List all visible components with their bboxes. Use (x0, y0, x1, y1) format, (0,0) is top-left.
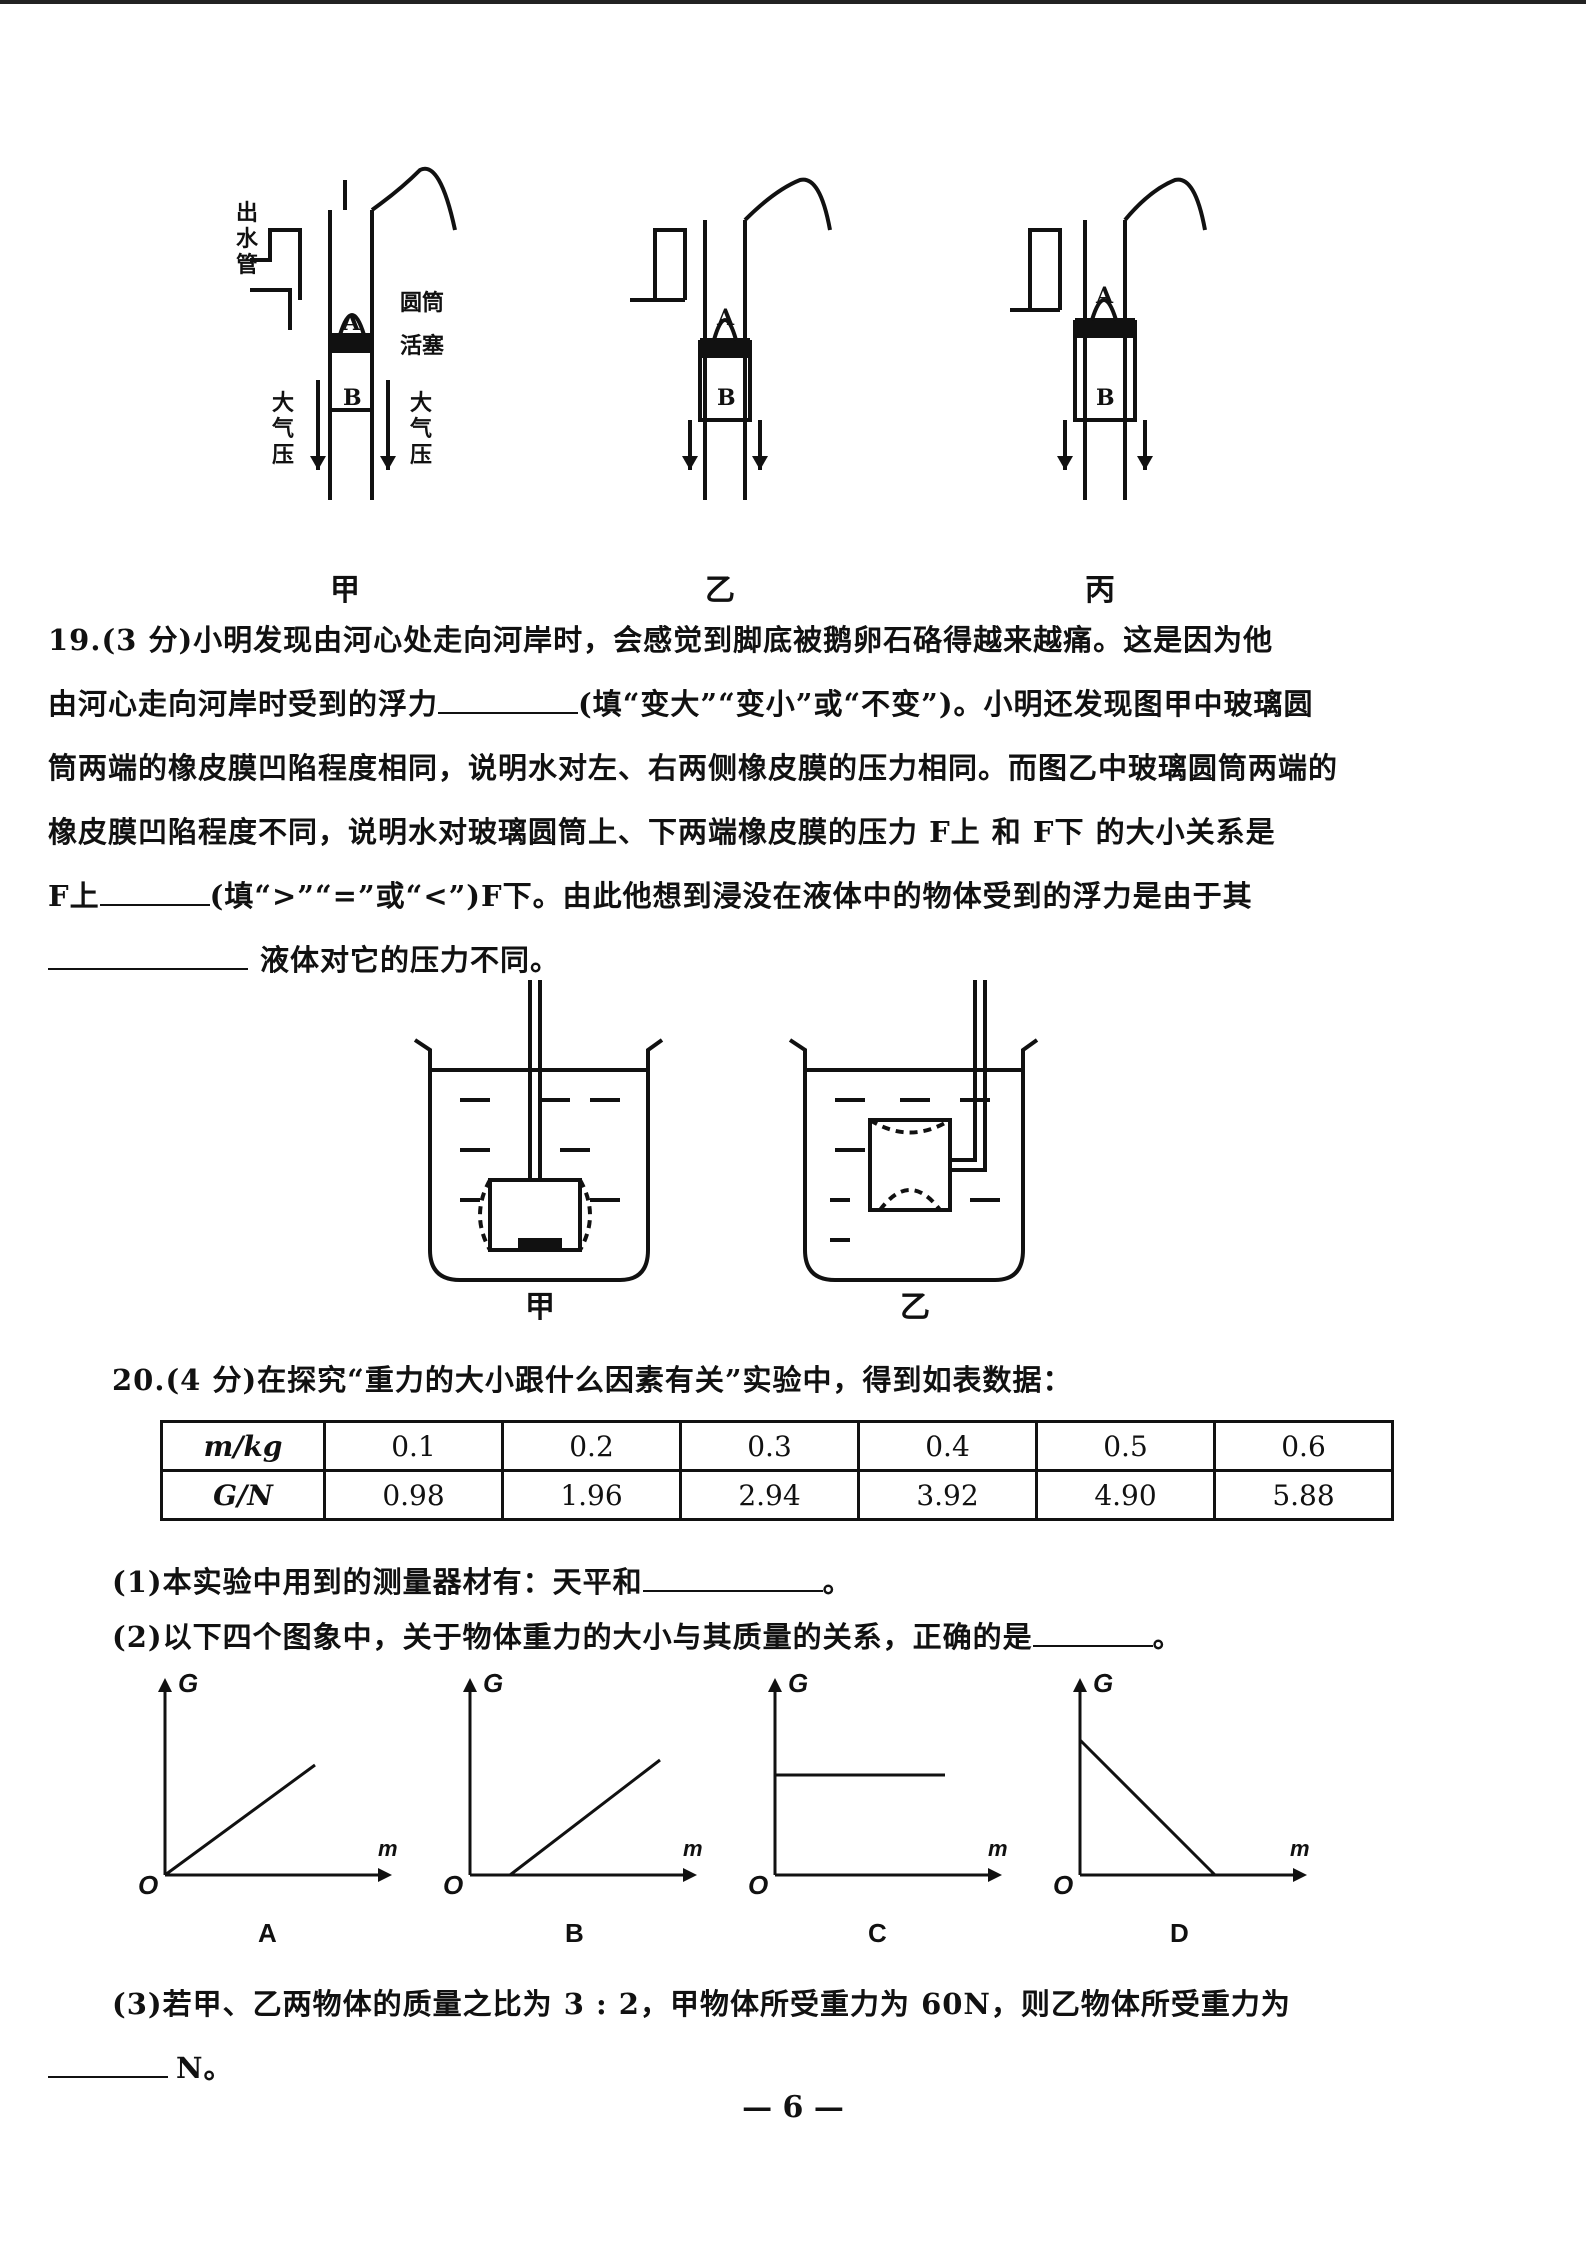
label-atm-right: 大气压 (410, 390, 433, 468)
table-cell: 0.98 (323, 1469, 504, 1521)
q19-line2: 由河心走向河岸时受到的浮力 (填“变大”“变小”或“不变”)。小明还发现图甲中玻璃… (48, 672, 1408, 736)
q20-blank2[interactable] (1032, 1619, 1153, 1647)
label-cylinder: 圆筒 (400, 290, 445, 316)
table-head-mass: m/kg (160, 1420, 326, 1472)
q20-part2-end: 。 (1152, 1620, 1183, 1654)
graph-c-option: C (868, 1918, 887, 1948)
q20-part1-text: (1)本实验中用到的测量器材有：天平和 (112, 1565, 643, 1599)
graph-c-x-label: m (988, 1836, 1008, 1861)
valve-b-label-2: B (717, 385, 736, 411)
table-head-weight: G/N (160, 1469, 326, 1521)
q19-line5: F上 (填“>”“=”或“<”)F下。由此他想到浸没在液体中的物体受到的浮力是由于… (48, 864, 1408, 928)
table-cell: 4.90 (1035, 1469, 1216, 1521)
graph-c-origin: O (748, 1870, 769, 1900)
table-cell: 0.1 (323, 1420, 504, 1472)
table-cell: 0.5 (1035, 1420, 1216, 1472)
pump-diagrams (250, 166, 1207, 500)
q19-line5b: (填“>”“=”或“<”)F下。由此他想到浸没在液体中的物体受到的浮力是由于其 (209, 879, 1253, 913)
top-border (0, 0, 1586, 4)
table-cell: 0.4 (857, 1420, 1038, 1472)
pump-jia (250, 166, 457, 500)
graph-b (468, 1685, 690, 1877)
q19-text: 19.(3 分)小明发现由河心处走向河岸时，会感觉到脚底被鹅卵石硌得越来越痛。这… (48, 608, 1408, 992)
page-number: — 6 — (742, 2090, 844, 2125)
q20-part1-end: 。 (822, 1565, 853, 1599)
graph-b-y-label: G (483, 1668, 504, 1698)
pump-yi (630, 177, 832, 500)
q20-blank1[interactable] (642, 1564, 823, 1592)
table-cell: 1.96 (501, 1469, 682, 1521)
q19-line2a: 由河心走向河岸时受到的浮力 (48, 687, 439, 721)
table-cell: 0.6 (1213, 1420, 1394, 1472)
q20-part3-answer: N。 (48, 2036, 1408, 2100)
graph-a-origin: O (138, 1870, 159, 1900)
valve-a-label-2: A (717, 305, 735, 331)
graph-b-x-label: m (683, 1836, 703, 1861)
q19-line3: 筒两端的橡皮膜凹陷程度相同，说明水对左、右两侧橡皮膜的压力相同。而图乙中玻璃圆筒… (48, 751, 1339, 785)
beaker-caption-yi: 乙 (900, 1290, 930, 1325)
q20-part3-text: (3)若甲、乙两物体的质量之比为 3 : 2，甲物体所受重力为 60N，则乙物体… (112, 1987, 1291, 2021)
graph-b-origin: O (443, 1870, 464, 1900)
g-m-graphs (158, 1678, 1307, 1882)
mass-weight-table: m/kg 0.1 0.2 0.3 0.4 0.5 0.6 G/N 0.98 1.… (160, 1420, 1394, 1521)
q19-line4: 橡皮膜凹陷程度不同，说明水对玻璃圆筒上、下两端橡皮膜的压力 F上 和 F下 的大… (48, 815, 1276, 849)
q20-part1: (1)本实验中用到的测量器材有：天平和 。 (112, 1550, 1472, 1614)
label-piston: 活塞 (400, 333, 445, 359)
beaker-caption-jia: 甲 (525, 1290, 555, 1325)
graph-a-y-label: G (178, 1668, 199, 1698)
q19-blank2[interactable] (99, 878, 210, 906)
table-cell: 0.3 (679, 1420, 860, 1472)
graph-c-y-label: G (788, 1668, 809, 1698)
q20-part3-unit: N。 (176, 2051, 234, 2085)
q19-blank1[interactable] (438, 686, 579, 714)
label-outlet-pipe: 出水管 (236, 200, 259, 278)
valve-a-label-1: A (343, 310, 361, 336)
graph-d-x-label: m (1290, 1836, 1310, 1861)
pump-bing (1010, 177, 1207, 500)
q19-line2b: (填“变大”“变小”或“不变”)。小明还发现图甲中玻璃圆 (578, 687, 1314, 721)
valve-a-label-3: A (1096, 283, 1114, 309)
graph-a-option: A (258, 1918, 277, 1948)
q19-line6: 液体对它的压力不同。 (48, 928, 1408, 992)
q20-part3: (3)若甲、乙两物体的质量之比为 3 : 2，甲物体所受重力为 60N，则乙物体… (112, 1972, 1472, 2036)
table-cell: 2.94 (679, 1469, 860, 1521)
graph-d-y-label: G (1093, 1668, 1114, 1698)
graph-b-option: B (565, 1918, 584, 1948)
table-cell: 3.92 (857, 1469, 1038, 1521)
table-cell: 0.2 (501, 1420, 682, 1472)
valve-b-label-3: B (1096, 385, 1115, 411)
label-atm-left: 大气压 (272, 390, 295, 468)
q20-part2: (2)以下四个图象中，关于物体重力的大小与其质量的关系，正确的是 。 (112, 1605, 1472, 1669)
graph-d (1078, 1685, 1300, 1877)
graph-a-x-label: m (378, 1836, 398, 1861)
beaker-diagrams (413, 980, 1039, 1282)
valve-b-label-1: B (343, 385, 362, 411)
graph-d-origin: O (1053, 1870, 1074, 1900)
caption-bing: 丙 (1085, 573, 1115, 608)
q19-blank3[interactable] (48, 942, 248, 970)
caption-jia: 甲 (330, 573, 360, 608)
graph-a (163, 1685, 385, 1877)
caption-yi: 乙 (705, 573, 735, 608)
q19-line1: 19.(3 分)小明发现由河心处走向河岸时，会感觉到脚底被鹅卵石硌得越来越痛。这… (48, 623, 1274, 657)
table-row: m/kg 0.1 0.2 0.3 0.4 0.5 0.6 (160, 1420, 1394, 1472)
table-row: G/N 0.98 1.96 2.94 3.92 4.90 5.88 (160, 1469, 1394, 1521)
graph-d-option: D (1170, 1918, 1189, 1948)
q20-intro: 20.(4 分)在探究“重力的大小跟什么因素有关”实验中，得到如表数据： (112, 1363, 1073, 1397)
graph-c (773, 1685, 995, 1877)
q20-blank3[interactable] (48, 2050, 168, 2078)
table-cell: 5.88 (1213, 1469, 1394, 1521)
q19-line5a: F上 (48, 879, 100, 913)
q19-line6-text: 液体对它的压力不同。 (260, 943, 561, 977)
q20-part2-text: (2)以下四个图象中，关于物体重力的大小与其质量的关系，正确的是 (112, 1620, 1033, 1654)
